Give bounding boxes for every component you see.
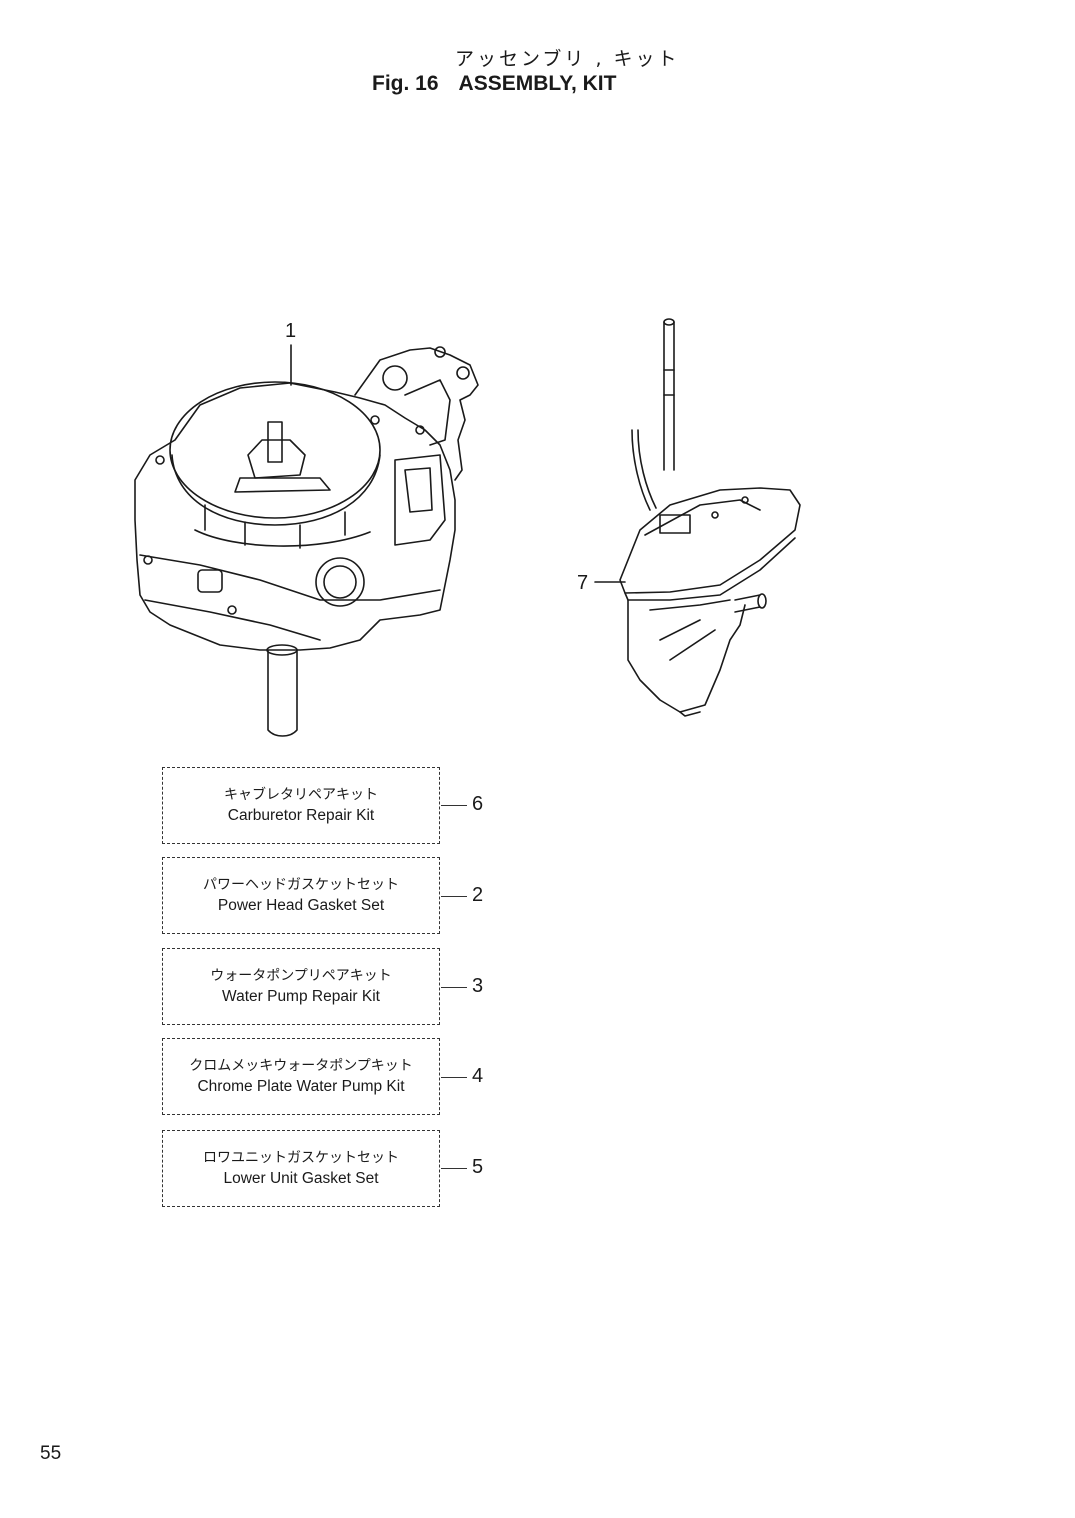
kit-leader [441, 1168, 467, 1169]
kit-number: 5 [472, 1156, 484, 1178]
kit-number: 4 [472, 1065, 484, 1087]
kit-box-lower-unit-gasket: ロワユニットガスケットセット Lower Unit Gasket Set [162, 1130, 440, 1207]
kit-name-jp: キャブレタリペアキット [224, 787, 378, 803]
kit-box-power-head-gasket: パワーヘッドガスケットセット Power Head Gasket Set [162, 857, 440, 934]
kit-leader [441, 805, 467, 806]
kit-name-jp: クロムメッキウォータポンプキット [189, 1058, 413, 1074]
figure-label: Fig. 16 [372, 72, 439, 95]
kit-number: 6 [472, 793, 484, 815]
kit-name-en: Lower Unit Gasket Set [223, 1170, 379, 1187]
kit-leader [441, 987, 467, 988]
callout-power-head: 1 [285, 320, 297, 342]
figure-title-en: ASSEMBLY, KIT [458, 72, 617, 95]
figure-title-jp: アッセンブリ , キット [455, 48, 680, 70]
lower-unit-drawing [594, 318, 801, 717]
figure-title: Fig. 16 ASSEMBLY, KIT [372, 72, 616, 96]
kit-name-en: Carburetor Repair Kit [227, 807, 375, 824]
power-head-drawing [134, 344, 479, 737]
kit-box-water-pump: ウォータポンプリペアキット Water Pump Repair Kit [162, 948, 440, 1025]
kit-box-chrome-water-pump: クロムメッキウォータポンプキット Chrome Plate Water Pump… [162, 1038, 440, 1115]
kit-leader [441, 1077, 467, 1078]
kit-number: 2 [472, 884, 484, 906]
callout-lower-unit: 7 [577, 572, 589, 594]
kit-box-carburetor: キャブレタリペアキット Carburetor Repair Kit [162, 767, 440, 844]
kit-name-jp: ウォータポンプリペアキット [210, 968, 392, 984]
kit-name-en: Power Head Gasket Set [217, 897, 385, 914]
kit-name-en: Water Pump Repair Kit [222, 988, 380, 1005]
page-number: 55 [40, 1443, 62, 1464]
kit-leader [441, 896, 467, 897]
kit-number: 3 [472, 975, 484, 997]
kit-name-en: Chrome Plate Water Pump Kit [197, 1078, 405, 1095]
kit-name-jp: ロワユニットガスケットセット [203, 1150, 399, 1166]
kit-name-jp: パワーヘッドガスケットセット [203, 877, 399, 893]
